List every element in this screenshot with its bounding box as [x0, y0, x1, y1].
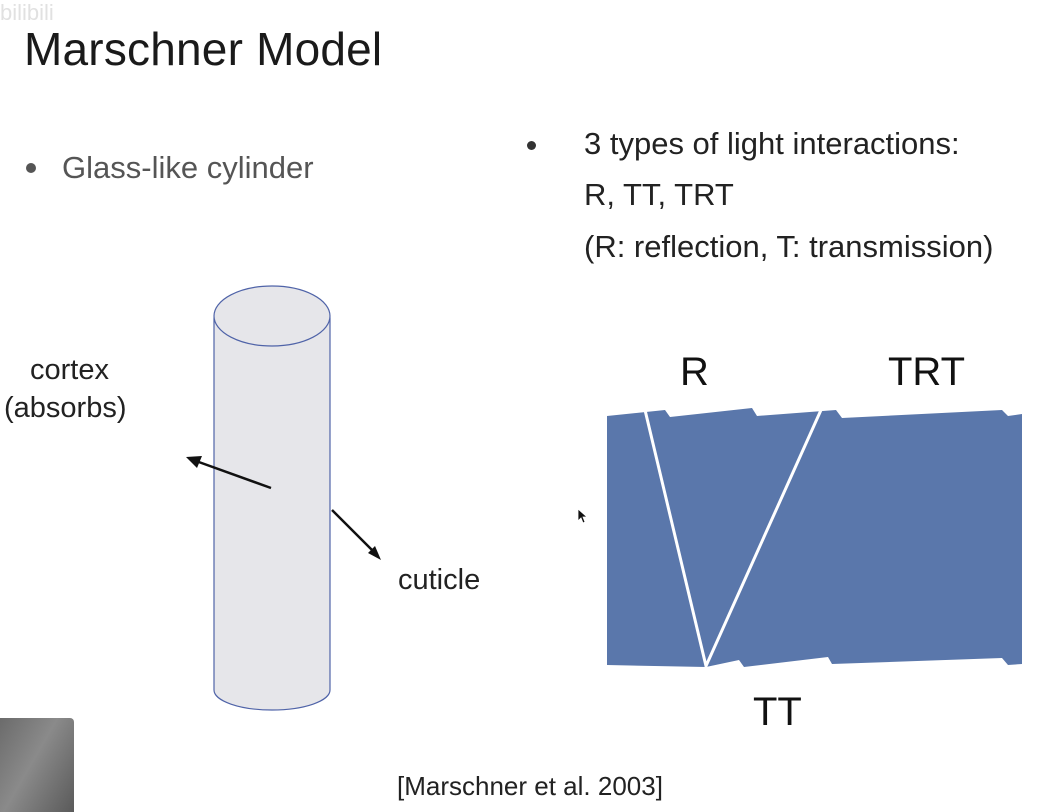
cortex-absorbs-label: (absorbs) — [4, 392, 127, 424]
left-bullet: Glass-like cylinder — [26, 150, 314, 186]
mouse-pointer-icon — [578, 509, 588, 524]
citation: [Marschner et al. 2003] — [397, 771, 663, 801]
hair-slab — [607, 408, 1022, 667]
bullet-dot — [26, 163, 36, 173]
right-bullet-line1: 3 types of light interactions: — [584, 126, 960, 161]
cortex-arrow — [195, 459, 272, 490]
left-bullet-text: Glass-like cylinder — [62, 150, 314, 185]
cortex-label: cortex — [30, 354, 109, 386]
cylinder-top — [213, 285, 331, 347]
light-ray-path — [643, 409, 823, 671]
watermark-logo: bilibili — [0, 0, 54, 25]
bullet-dot — [527, 141, 536, 150]
right-bullet-line2: R, TT, TRT — [584, 177, 734, 212]
label-r: R — [680, 350, 709, 394]
right-bullet-line3: (R: reflection, T: transmission) — [584, 229, 994, 264]
speaker-video-thumbnail — [0, 718, 74, 812]
cuticle-arrow — [331, 509, 375, 553]
cuticle-arrowhead — [368, 546, 381, 560]
cuticle-label: cuticle — [398, 564, 481, 596]
slide-title: Marschner Model — [24, 23, 383, 75]
cylinder-body — [213, 317, 331, 711]
label-trt: TRT — [888, 350, 966, 394]
cortex-arrowhead — [186, 456, 202, 468]
label-tt: TT — [753, 690, 802, 734]
